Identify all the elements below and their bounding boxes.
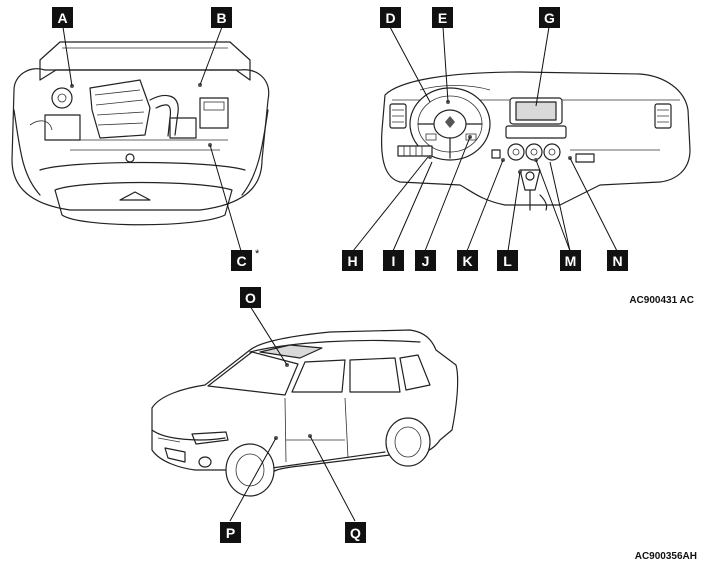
svg-text:A: A	[57, 10, 67, 26]
figure-code-upper: AC900431 AC	[629, 295, 694, 306]
callout-B: B	[211, 7, 232, 28]
callout-Q: Q	[345, 522, 366, 543]
svg-text:G: G	[544, 10, 555, 26]
leader-lines	[62, 26, 618, 522]
callout-D: D	[380, 7, 401, 28]
svg-text:P: P	[226, 525, 235, 541]
callout-P: P	[220, 522, 241, 543]
svg-text:J: J	[422, 253, 430, 269]
svg-text:B: B	[216, 10, 226, 26]
svg-text:D: D	[385, 10, 395, 26]
svg-text:I: I	[392, 253, 396, 269]
callout-N: N	[607, 250, 628, 271]
callout-L: L	[497, 250, 518, 271]
svg-text:L: L	[503, 253, 512, 269]
callout-O: O	[240, 287, 261, 308]
svg-text:E: E	[438, 10, 447, 26]
callout-K: K	[457, 250, 478, 271]
callout-J: J	[415, 250, 436, 271]
callout-A: A	[52, 7, 73, 28]
svg-text:M: M	[565, 253, 577, 269]
callout-M: M	[560, 250, 581, 271]
svg-text:Q: Q	[350, 525, 361, 541]
svg-text:O: O	[245, 290, 256, 306]
svg-text:H: H	[347, 253, 357, 269]
callout-C-asterisk: *	[255, 248, 260, 260]
callout-G: G	[539, 7, 560, 28]
vehicle-exterior-illustration	[151, 329, 459, 497]
callout-I: I	[383, 250, 404, 271]
svg-text:C: C	[236, 253, 246, 269]
svg-text:N: N	[612, 253, 622, 269]
callout-E: E	[432, 7, 453, 28]
figure-code-lower: AC900356AH	[635, 551, 697, 562]
instrument-panel-illustration	[380, 71, 691, 211]
callout-C: C *	[231, 248, 260, 271]
svg-text:K: K	[462, 253, 472, 269]
callout-H: H	[342, 250, 363, 271]
engine-compartment-illustration	[11, 41, 270, 226]
